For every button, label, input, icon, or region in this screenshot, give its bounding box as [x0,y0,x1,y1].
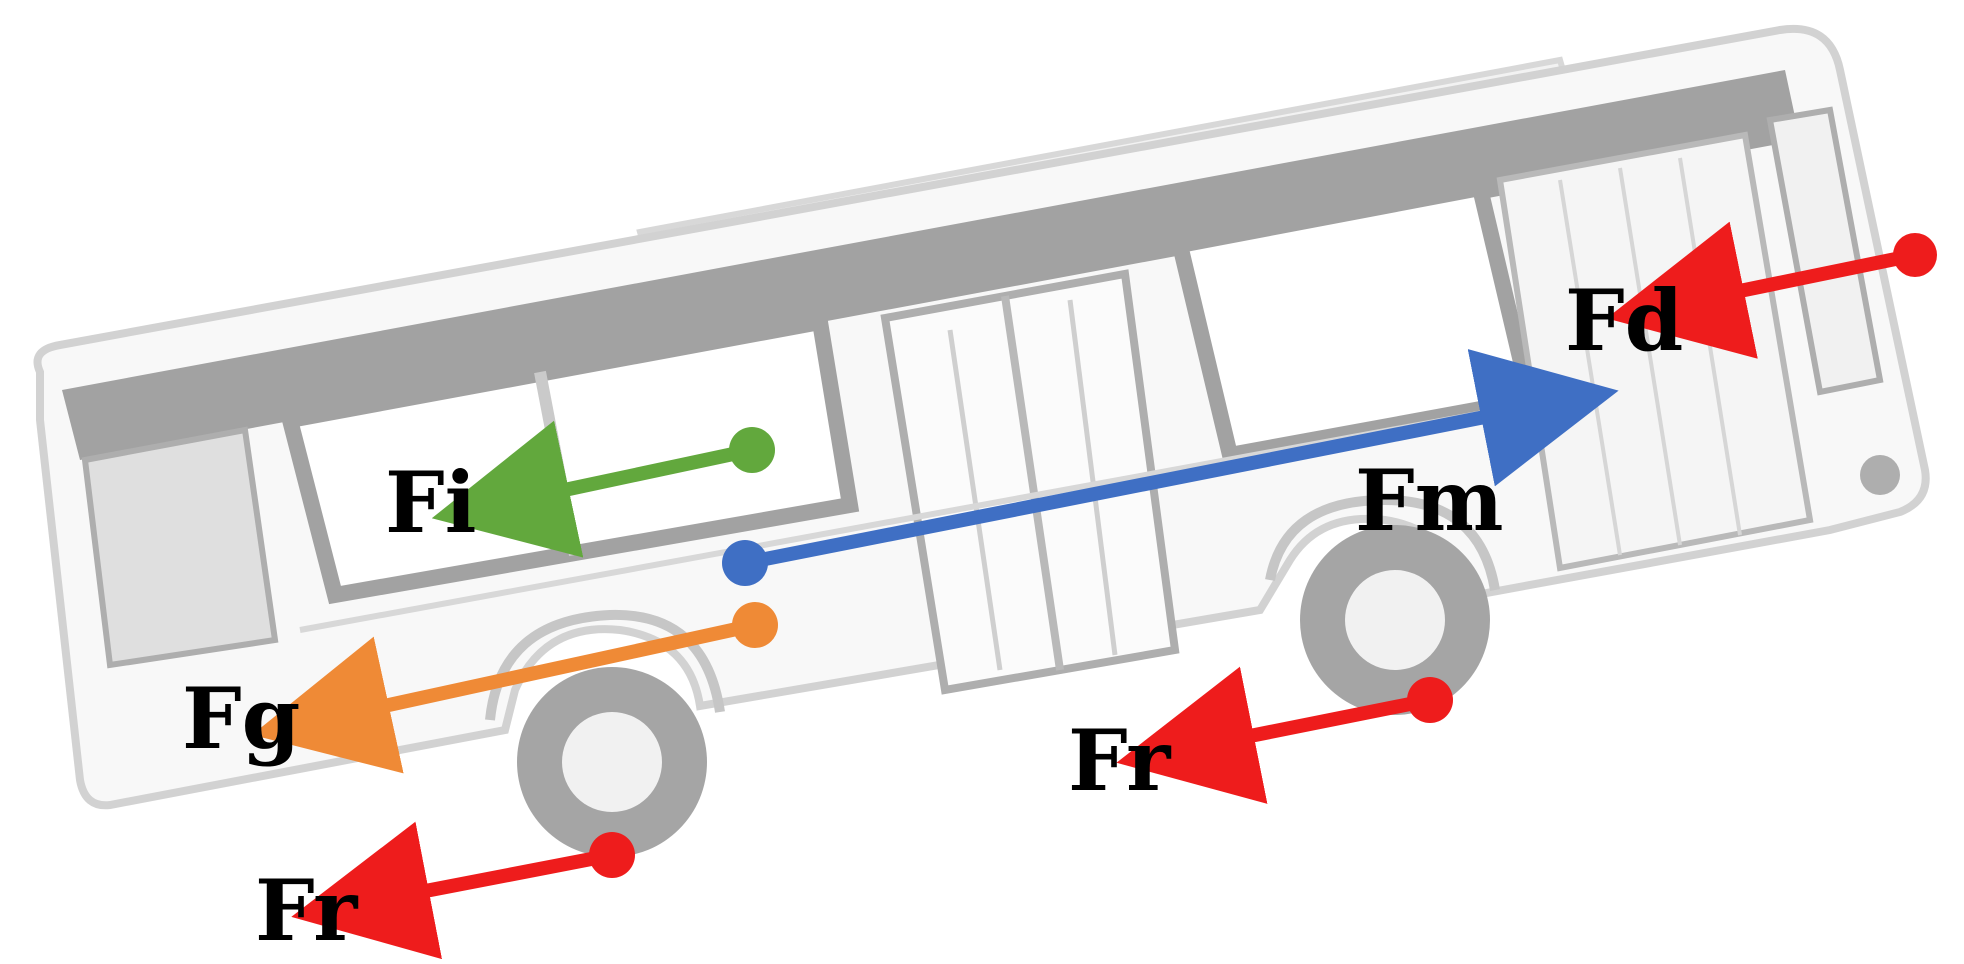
force-fi: Fi [385,420,775,558]
force-fm-arrow [743,349,1619,570]
bus-wheel-arch-front [1265,494,1500,591]
bus-windshield [81,426,279,669]
bus-door-rail-1 [947,329,1003,671]
bus-rear-cab [1766,106,1884,396]
bus-wheel-rear-hub [562,712,662,812]
force-fd-arrow [1606,221,1917,359]
force-fr-front-origin [1407,677,1453,723]
force-fm-label: Fm [1355,451,1504,550]
force-fg-arrow [251,618,757,774]
force-fr-front-label: Fr [1068,711,1172,810]
bus-wheel-front-hub [1345,570,1445,670]
force-fd: Fd [1565,221,1937,370]
force-fg-label: Fg [182,669,300,768]
force-fr-rear-arrow [291,821,614,960]
force-fg: Fg [182,602,778,774]
force-fm: Fm [722,349,1619,586]
bus-headlight [300,710,340,750]
bus-upper-band [62,70,1800,460]
force-fr-front: Fr [1068,666,1453,810]
force-fr-front-arrow [1116,666,1432,804]
force-fg-origin [732,602,778,648]
bus-door-split [1001,295,1064,671]
bus-illustration [33,24,1930,857]
force-fr-rear-label: Fr [255,861,359,960]
force-fi-origin [729,427,775,473]
force-fd-origin [1893,233,1937,277]
force-fi-arrow [431,420,754,558]
bus-wheel-arch-rear [485,609,725,721]
force-fm-origin [722,540,768,586]
force-fr-rear-origin [589,832,635,878]
force-fr-rear: Fr [255,821,635,960]
force-fd-label: Fd [1565,271,1683,370]
bus-taillight [1860,455,1900,495]
force-fi-label: Fi [385,453,477,552]
bus-door-rail-2 [1067,299,1118,656]
